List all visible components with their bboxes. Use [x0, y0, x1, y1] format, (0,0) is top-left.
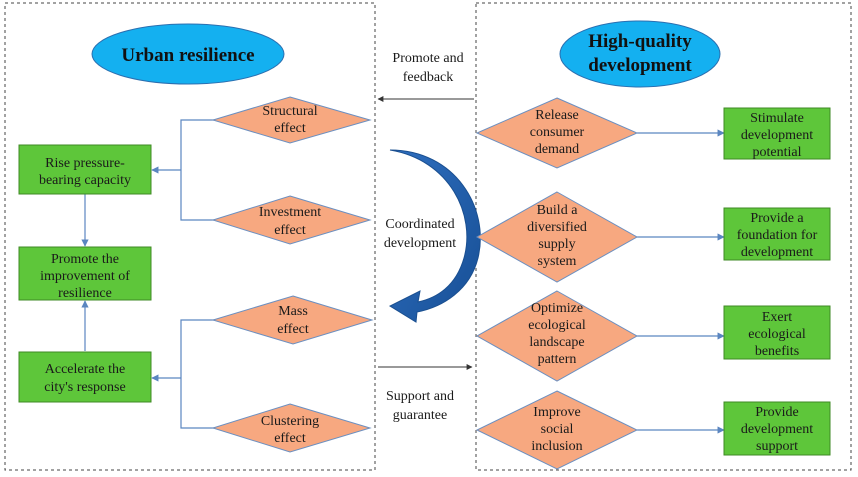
investment-effect-diamond: Investment effect — [211, 195, 372, 245]
svg-text:effect: effect — [277, 322, 309, 337]
urban-resilience-panel — [4, 2, 376, 471]
support-guarantee-label: Support and guarantee — [386, 389, 454, 423]
svg-text:ecological: ecological — [748, 327, 806, 342]
svg-text:Promote and: Promote and — [392, 51, 463, 66]
coordinated-development-curved-arrow — [388, 149, 481, 323]
svg-text:demand: demand — [535, 142, 579, 157]
svg-text:Support and: Support and — [386, 389, 454, 404]
structural-effect-diamond: Structural effect — [211, 96, 372, 144]
svg-text:potential: potential — [753, 145, 802, 160]
svg-text:effect: effect — [274, 431, 306, 446]
svg-text:development: development — [588, 55, 692, 76]
improve-social-inclusion-diamond: Improve social inclusion — [475, 390, 639, 470]
provide-foundation-for-development-box: Provide a foundation for development — [723, 207, 831, 261]
svg-text:effect: effect — [274, 121, 306, 136]
provide-development-support-box: Provide development support — [723, 401, 831, 456]
svg-text:Structural: Structural — [262, 104, 317, 119]
svg-text:landscape: landscape — [529, 335, 584, 350]
svg-text:Accelerate the: Accelerate the — [45, 362, 125, 377]
accelerate-city-response-box: Accelerate the city's response — [18, 351, 152, 403]
svg-text:Stimulate: Stimulate — [750, 111, 804, 126]
stimulate-development-potential-box: Stimulate development potential — [723, 107, 831, 160]
coordinated-development-label: Coordinated development — [384, 217, 456, 251]
svg-text:ecological: ecological — [528, 318, 586, 333]
left-connectors — [81, 119, 215, 429]
svg-text:High-quality: High-quality — [588, 31, 692, 52]
svg-text:bearing capacity: bearing capacity — [39, 173, 131, 188]
svg-text:guarantee: guarantee — [393, 408, 447, 423]
rise-pressure-bearing-capacity-box: Rise pressure- bearing capacity — [18, 144, 152, 195]
svg-text:system: system — [538, 254, 577, 269]
svg-text:Coordinated: Coordinated — [385, 217, 454, 232]
svg-text:pattern: pattern — [538, 352, 577, 367]
svg-text:feedback: feedback — [403, 70, 454, 85]
high-quality-development-title: High-quality development — [559, 20, 721, 88]
release-consumer-demand-diamond: Release consumer demand — [475, 97, 639, 169]
svg-text:supply: supply — [538, 237, 575, 252]
promote-feedback-label: Promote and feedback — [392, 51, 463, 85]
exert-ecological-benefits-box: Exert ecological benefits — [723, 305, 831, 360]
right-connectors — [637, 129, 725, 434]
svg-text:benefits: benefits — [755, 344, 799, 359]
svg-text:foundation for: foundation for — [737, 228, 818, 243]
svg-text:Exert: Exert — [762, 310, 792, 325]
svg-text:Rise pressure-: Rise pressure- — [45, 156, 125, 171]
promote-improvement-of-resilience-box: Promote the improvement of resilience — [18, 246, 152, 301]
svg-text:diversified: diversified — [527, 220, 587, 235]
optimize-ecological-landscape-pattern-diamond: Optimize ecological landscape pattern — [475, 290, 639, 382]
svg-text:Promote the: Promote the — [51, 252, 119, 267]
svg-text:Improve: Improve — [533, 405, 580, 420]
svg-text:Provide a: Provide a — [750, 211, 804, 226]
svg-text:city's response: city's response — [44, 380, 125, 395]
svg-text:improvement of: improvement of — [40, 269, 130, 284]
svg-text:resilience: resilience — [58, 286, 112, 301]
svg-text:Build a: Build a — [537, 203, 579, 218]
svg-text:social: social — [541, 422, 574, 437]
clustering-effect-diamond: Clustering effect — [211, 403, 372, 453]
svg-text:development: development — [741, 128, 813, 143]
svg-text:effect: effect — [274, 223, 306, 238]
svg-text:Mass: Mass — [278, 304, 308, 319]
svg-text:Investment: Investment — [259, 205, 321, 220]
mass-effect-diamond: Mass effect — [211, 295, 374, 345]
svg-text:Optimize: Optimize — [531, 301, 583, 316]
svg-text:inclusion: inclusion — [531, 439, 582, 454]
svg-text:Release: Release — [535, 108, 579, 123]
svg-text:Provide: Provide — [755, 405, 799, 420]
build-diversified-supply-system-diamond: Build a diversified supply system — [475, 191, 639, 283]
svg-text:Clustering: Clustering — [261, 414, 319, 429]
svg-text:development: development — [741, 245, 813, 260]
svg-text:consumer: consumer — [530, 125, 585, 140]
svg-text:support: support — [756, 439, 798, 454]
svg-text:Urban resilience: Urban resilience — [121, 45, 254, 66]
high-quality-development-panel — [475, 2, 852, 471]
svg-text:development: development — [741, 422, 813, 437]
urban-resilience-title: Urban resilience — [91, 23, 285, 85]
svg-text:development: development — [384, 236, 456, 251]
